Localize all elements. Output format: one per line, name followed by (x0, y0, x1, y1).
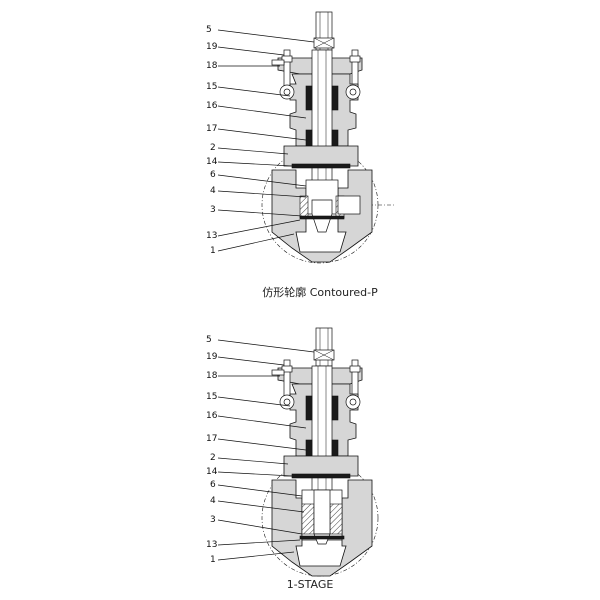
callout-6: 6 (210, 170, 216, 180)
gasket-14 (291, 473, 351, 479)
callout-13: 13 (206, 231, 217, 241)
caption-contoured: 仿形轮廓 Contoured-P (262, 285, 378, 299)
packing-upper-right (331, 85, 339, 111)
bonnet-flange (283, 145, 359, 167)
stem (311, 49, 333, 196)
callout-3: 3 (210, 205, 216, 215)
seat-ring-13 (299, 535, 345, 540)
callout-14: 14 (206, 157, 218, 167)
callout-13: 13 (206, 540, 217, 550)
callout-2: 2 (210, 143, 216, 153)
packing-upper-left (305, 395, 313, 421)
callout-19: 19 (206, 352, 218, 362)
callout-16: 16 (206, 101, 218, 111)
callout-17: 17 (206, 434, 217, 444)
callout-6: 6 (210, 480, 216, 490)
valve-drawing-1-stage: 5 19 18 15 16 17 2 14 6 4 3 13 1 1-STAGE (206, 327, 379, 591)
seat-left (299, 195, 309, 219)
cage-wall-left (301, 503, 315, 535)
callout-5: 5 (206, 25, 212, 35)
caption-1-stage: 1-STAGE (287, 578, 334, 591)
callout-16: 16 (206, 411, 218, 421)
leader-lines-bottom (217, 339, 315, 561)
callout-18: 18 (206, 61, 218, 71)
seat-ring-13 (299, 215, 345, 220)
valve-drawing-contoured: 5 19 18 15 16 17 2 14 6 4 3 13 1 仿形轮廓 Co… (206, 11, 395, 299)
callout-17: 17 (206, 124, 217, 134)
callout-15: 15 (206, 392, 217, 402)
cage-wall-right (329, 503, 343, 535)
callout-4: 4 (210, 186, 216, 196)
callout-14: 14 (206, 467, 218, 477)
callout-1: 1 (210, 555, 216, 565)
callout-3: 3 (210, 515, 216, 525)
callout-5: 5 (206, 335, 212, 345)
stem (311, 365, 333, 512)
callout-4: 4 (210, 496, 216, 506)
packing-upper-right (331, 395, 339, 421)
callout-15: 15 (206, 82, 217, 92)
bonnet-flange (283, 455, 359, 477)
leader-lines-top (217, 29, 315, 252)
callout-2: 2 (210, 453, 216, 463)
plug (313, 489, 331, 535)
packing-upper-left (305, 85, 313, 111)
callout-1: 1 (210, 246, 216, 256)
callout-19: 19 (206, 42, 218, 52)
callout-18: 18 (206, 371, 218, 381)
gasket-14 (291, 163, 351, 169)
